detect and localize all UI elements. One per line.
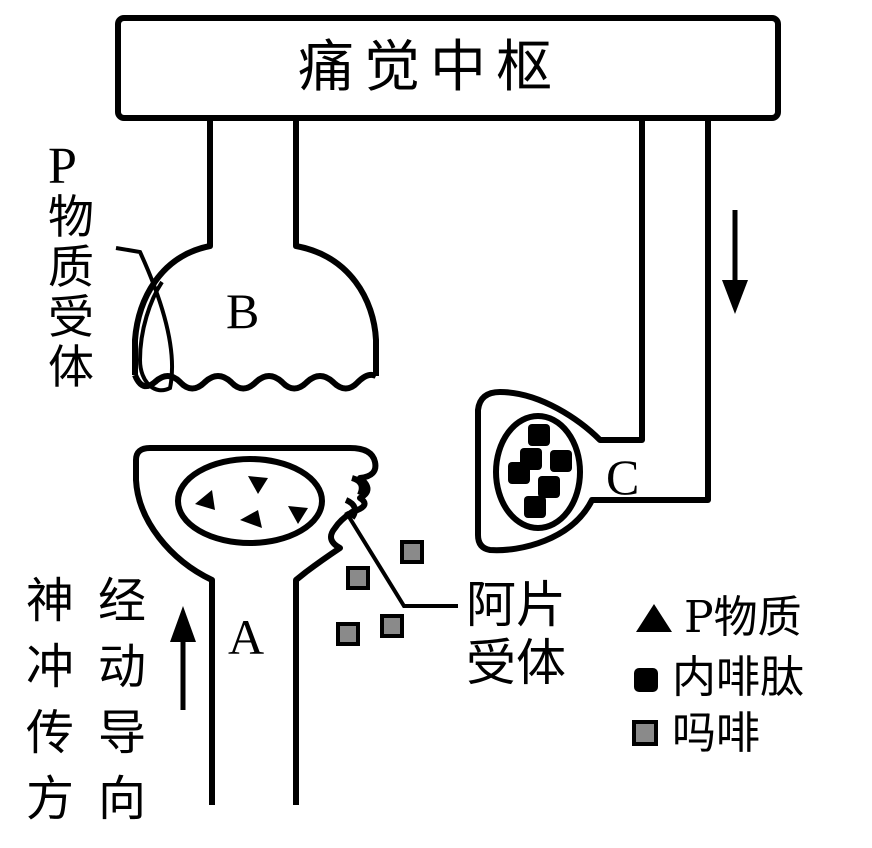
neuron-c: [475, 118, 711, 554]
impulse-direction-col1: 神 冲 传 方: [26, 568, 76, 832]
impulse-direction-col2: 经 动 导 向: [98, 568, 148, 832]
impulse-char: 神: [26, 573, 75, 629]
neuron-c-outer: [475, 118, 711, 554]
morphine-molecules: [336, 540, 424, 646]
morphine-square: [400, 540, 424, 564]
impulse-char: 经: [98, 573, 147, 629]
neuron-b-label: B: [226, 283, 260, 339]
p-receptor-char: P: [48, 138, 77, 195]
legend-morphine-icon: [632, 720, 658, 746]
p-receptor-char: 体: [48, 340, 94, 394]
opiate-receptor-leader-line: [344, 510, 458, 608]
pain-center-label: 痛觉中枢: [298, 35, 562, 100]
impulse-char: 传: [26, 705, 75, 761]
legend-p-substance-label: P物质: [684, 592, 802, 643]
p-substance-triangle: [288, 506, 308, 524]
p-receptor-label: P 物 质 受 体: [48, 138, 98, 394]
p-receptor-char: 物: [48, 190, 94, 244]
opiate-receptor-line: 受体: [466, 634, 566, 692]
opiate-receptor-bump-2: [344, 497, 358, 520]
legend-p-substance-icon: [636, 604, 672, 632]
neuron-c-vesicle: [493, 413, 583, 531]
legend-endorphin-icon: [634, 668, 658, 692]
impulse-char: 导: [98, 705, 147, 761]
endorphin-square: [550, 450, 572, 472]
downward-arrow-icon: [722, 210, 748, 314]
neuron-b-axon-left: [132, 118, 213, 375]
p-substance-triangle: [248, 476, 268, 494]
neuron-a-label: A: [228, 609, 265, 665]
neuron-a-vesicle: [175, 456, 325, 546]
impulse-char: 冲: [26, 639, 75, 695]
neuron-c-label: C: [606, 449, 640, 505]
p-receptor-char: 质: [48, 240, 94, 294]
endorphin-square: [508, 462, 530, 484]
neuron-a: [133, 445, 379, 805]
neuron-b-axon-right: [293, 118, 379, 376]
opiate-receptor-line: 阿片: [466, 576, 566, 634]
morphine-square: [346, 566, 370, 590]
opiate-receptor-label: 阿片 受体: [466, 576, 566, 692]
pain-center-box: [115, 15, 781, 121]
morphine-square: [336, 622, 360, 646]
impulse-char: 向: [98, 771, 147, 827]
upward-arrow-icon: [170, 606, 196, 710]
morphine-square: [380, 614, 404, 638]
p-substance-molecules: [195, 476, 308, 528]
endorphin-square: [524, 496, 546, 518]
legend-endorphin-label: 内啡肽: [672, 652, 804, 703]
endorphin-square: [538, 476, 560, 498]
p-substance-triangle: [195, 490, 215, 510]
p-receptor-char: 受: [48, 290, 94, 344]
p-receptor-leader-line: [115, 246, 175, 393]
endorphin-molecules: [508, 424, 572, 518]
opiate-receptor-bump-1: [351, 475, 365, 497]
impulse-char: 方: [26, 771, 75, 827]
neuron-a-terminal: [133, 445, 379, 805]
endorphin-square: [528, 424, 550, 446]
legend-morphine-label: 吗啡: [672, 708, 760, 759]
p-substance-triangle: [240, 510, 262, 528]
impulse-char: 动: [98, 639, 147, 695]
